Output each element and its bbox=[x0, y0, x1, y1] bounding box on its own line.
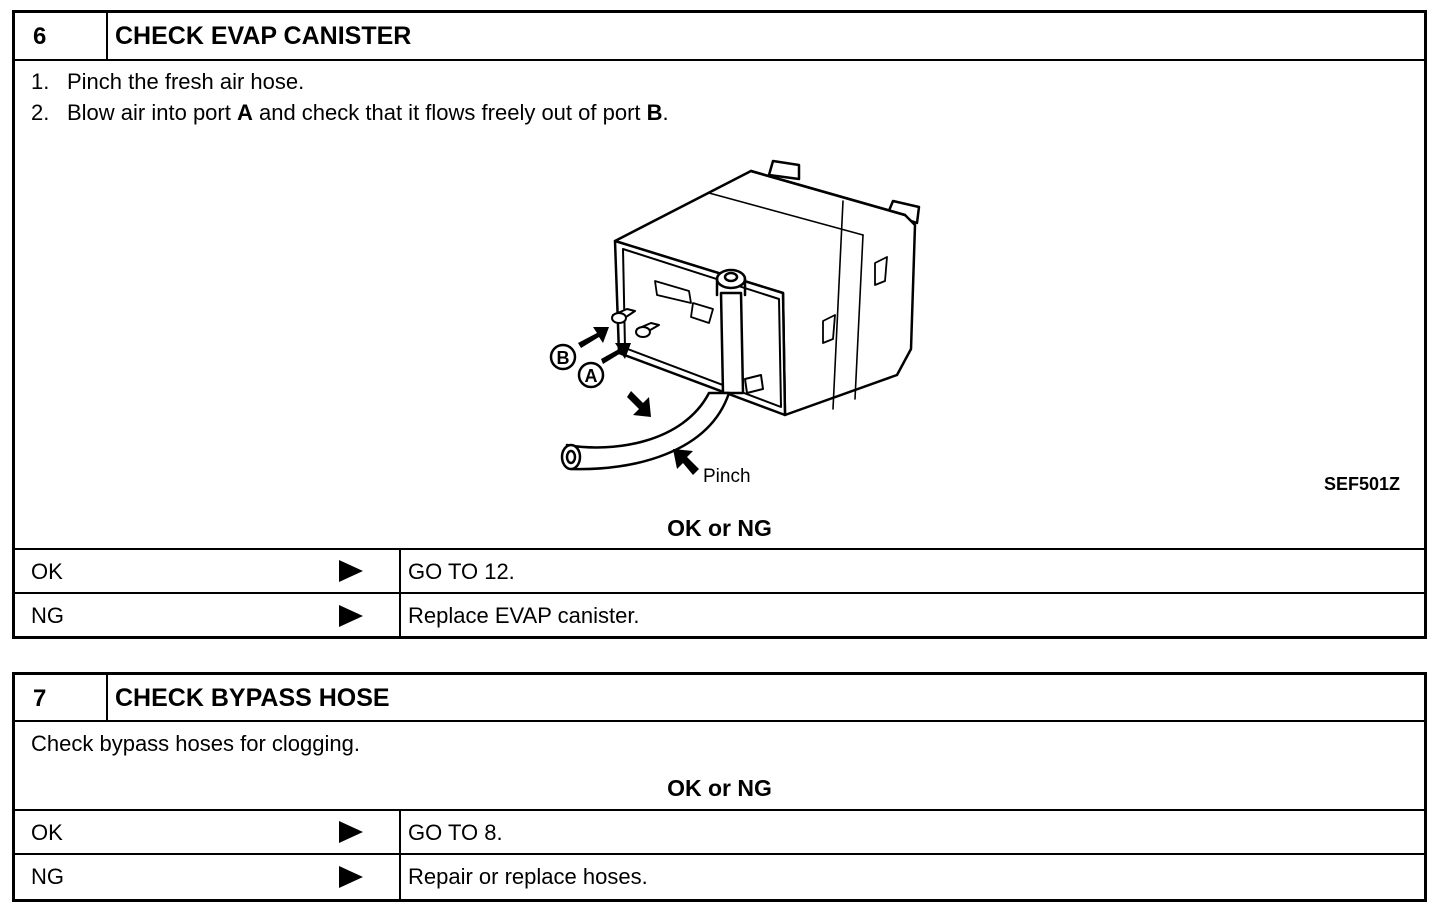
column-divider bbox=[399, 811, 401, 853]
right-triangle-arrow-icon bbox=[339, 560, 363, 582]
pinch-label: Pinch bbox=[703, 466, 751, 487]
result-row-ok: OK GO TO 8. bbox=[15, 809, 1424, 853]
result-row-ng: NG Replace EVAP canister. bbox=[15, 592, 1424, 638]
step-number: 6 bbox=[33, 23, 47, 50]
column-divider bbox=[399, 594, 401, 638]
step-7-header: 7 CHECK BYPASS HOSE bbox=[15, 675, 1424, 722]
figure-code: SEF501Z bbox=[1324, 474, 1401, 494]
result-label: OK bbox=[31, 820, 63, 845]
result-row-ok: OK GO TO 12. bbox=[15, 548, 1424, 592]
result-action: GO TO 8. bbox=[408, 820, 503, 845]
step-title: CHECK EVAP CANISTER bbox=[115, 22, 412, 50]
instruction-number: 1. bbox=[31, 69, 50, 94]
port-b-label: B bbox=[557, 348, 570, 368]
evap-canister-illustration: B A Pinch bbox=[549, 159, 921, 487]
right-triangle-arrow-icon bbox=[339, 866, 363, 888]
result-action: GO TO 12. bbox=[408, 559, 515, 584]
step-number: 7 bbox=[33, 685, 47, 712]
instruction-text: Check bypass hoses for clogging. bbox=[31, 731, 360, 756]
instruction-text: . bbox=[662, 100, 669, 125]
port-b-ref: B bbox=[646, 100, 663, 125]
result-label: NG bbox=[31, 603, 64, 628]
right-triangle-arrow-icon bbox=[339, 821, 363, 843]
column-divider bbox=[399, 550, 401, 592]
port-a-ref: A bbox=[236, 100, 253, 125]
ok-or-ng-label: OK or NG bbox=[667, 775, 772, 801]
result-action: Replace EVAP canister. bbox=[408, 603, 640, 628]
instruction-text: Blow air into port bbox=[67, 100, 237, 125]
right-triangle-arrow-icon bbox=[339, 605, 363, 627]
column-divider bbox=[399, 855, 401, 901]
step-7-panel: 7 CHECK BYPASS HOSE Check bypass hoses f… bbox=[12, 672, 1427, 902]
step-6-panel: 6 CHECK EVAP CANISTER 1. Pinch the fresh … bbox=[12, 10, 1427, 639]
step-7-number-cell: 7 bbox=[15, 675, 108, 720]
result-row-ng: NG Repair or replace hoses. bbox=[15, 853, 1424, 901]
ok-or-ng-label: OK or NG bbox=[667, 515, 772, 541]
step-title: CHECK BYPASS HOSE bbox=[115, 684, 390, 712]
step-6-header: 6 CHECK EVAP CANISTER bbox=[15, 13, 1424, 61]
instruction-number: 2. bbox=[31, 100, 50, 125]
result-label: NG bbox=[31, 864, 64, 889]
instruction-text: and check that it flows freely out of po… bbox=[252, 100, 647, 125]
port-a-label: A bbox=[585, 366, 598, 386]
step-6-number-cell: 6 bbox=[15, 13, 108, 59]
result-action: Repair or replace hoses. bbox=[408, 864, 648, 889]
instruction-1: 1. Pinch the fresh air hose. bbox=[31, 69, 304, 95]
instruction-text: Pinch the fresh air hose. bbox=[67, 69, 305, 94]
instruction-2: 2. Blow air into port A and check that it… bbox=[31, 100, 669, 126]
result-label: OK bbox=[31, 559, 63, 584]
